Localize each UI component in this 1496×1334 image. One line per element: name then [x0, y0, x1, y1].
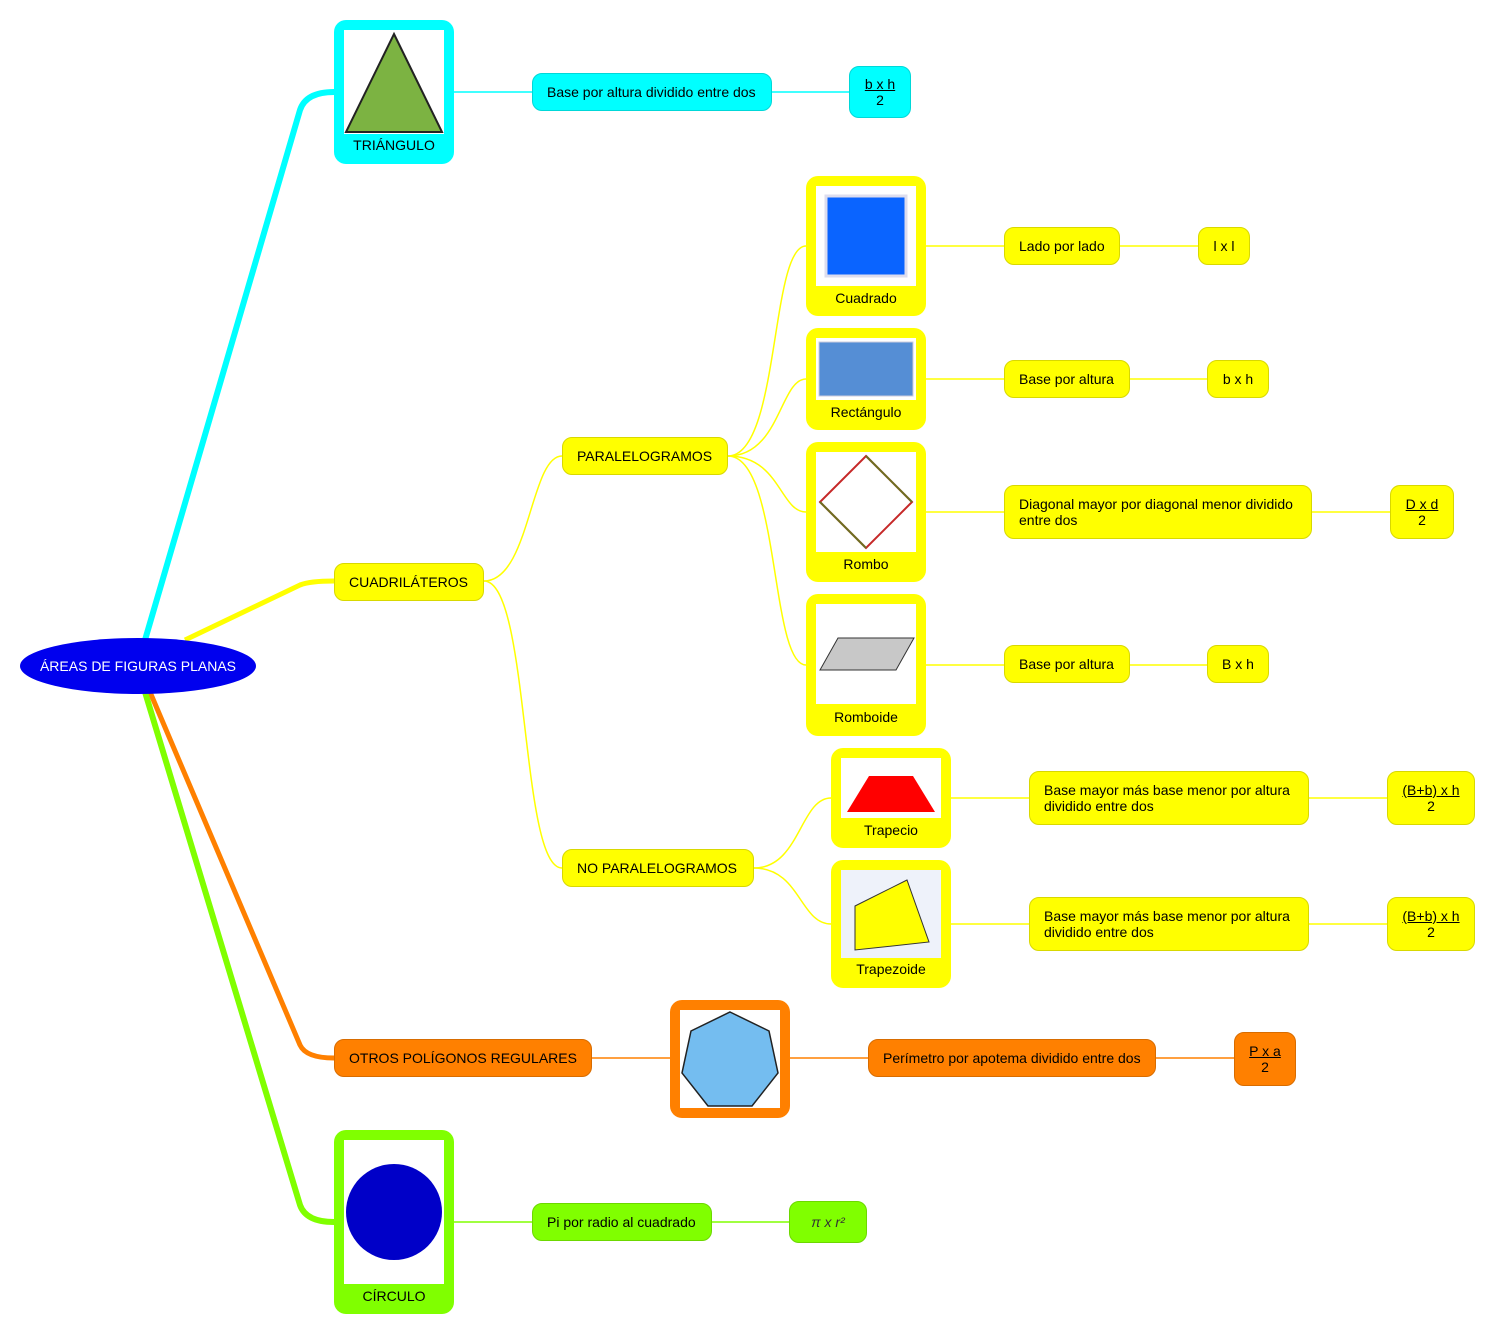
polygon-node[interactable]: OTROS POLÍGONOS REGULARES [334, 1039, 592, 1077]
heptagon-icon [681, 1011, 779, 1107]
romboide-label: Romboide [834, 709, 898, 725]
circle-formula[interactable]: π x r² [789, 1201, 867, 1243]
denominator: 2 [1261, 1059, 1269, 1075]
parallelogram-icon [819, 637, 915, 671]
circle-label: CÍRCULO [362, 1288, 426, 1304]
denominator: 2 [1427, 798, 1435, 814]
romboide-formula[interactable]: B x h [1207, 645, 1269, 683]
rectangle-icon [818, 341, 914, 397]
trapezoid-icon [847, 776, 935, 812]
cuadrado-desc[interactable]: Lado por lado [1004, 227, 1120, 265]
numerator: (B+b) x h [1402, 908, 1460, 924]
circle-desc[interactable]: Pi por radio al cuadrado [532, 1203, 712, 1241]
numerator: (B+b) x h [1402, 782, 1460, 798]
quad-node[interactable]: CUADRILÁTEROS [334, 563, 484, 601]
para-node[interactable]: PARALELOGRAMOS [562, 437, 728, 475]
cuadrado-formula[interactable]: l x l [1198, 227, 1250, 265]
rombo-node[interactable]: Rombo [806, 442, 926, 582]
triangle-icon [344, 31, 444, 133]
square-icon [824, 194, 908, 278]
triangle-desc[interactable]: Base por altura dividido entre dos [532, 73, 772, 111]
romboide-node[interactable]: Romboide [806, 594, 926, 736]
numerator: b x h [864, 76, 896, 92]
trapezoid-irregular-icon [854, 879, 930, 951]
rombo-label: Rombo [843, 556, 889, 572]
trapezoide-node[interactable]: Trapezoide [831, 860, 951, 988]
cuadrado-label: Cuadrado [835, 290, 897, 306]
triangle-node[interactable]: TRIÁNGULO [334, 20, 454, 164]
rectangulo-label: Rectángulo [830, 404, 902, 420]
numerator: D x d [1405, 496, 1439, 512]
rectangulo-formula[interactable]: b x h [1207, 360, 1269, 398]
denominator: 2 [876, 92, 884, 108]
trapecio-desc[interactable]: Base mayor más base menor por altura div… [1029, 771, 1309, 825]
nopara-node[interactable]: NO PARALELOGRAMOS [562, 849, 754, 887]
circle-icon [346, 1164, 442, 1260]
rectangulo-desc[interactable]: Base por altura [1004, 360, 1130, 398]
romboide-desc[interactable]: Base por altura [1004, 645, 1130, 683]
rombo-desc[interactable]: Diagonal mayor por diagonal menor dividi… [1004, 485, 1312, 539]
polygon-desc[interactable]: Perímetro por apotema dividido entre dos [868, 1039, 1156, 1077]
denominator: 2 [1427, 924, 1435, 940]
trapecio-label: Trapecio [864, 822, 918, 838]
numerator: P x a [1249, 1043, 1281, 1059]
trapezoide-desc[interactable]: Base mayor más base menor por altura div… [1029, 897, 1309, 951]
trapezoide-label: Trapezoide [856, 961, 926, 977]
root-node[interactable]: ÁREAS DE FIGURAS PLANAS [20, 638, 256, 694]
cuadrado-node[interactable]: Cuadrado [806, 176, 926, 316]
heptagon-node[interactable] [670, 1000, 790, 1118]
rhombus-icon [818, 454, 914, 550]
triangle-label: TRIÁNGULO [353, 137, 435, 153]
trapecio-node[interactable]: Trapecio [831, 748, 951, 848]
circle-node[interactable]: CÍRCULO [334, 1130, 454, 1314]
denominator: 2 [1418, 512, 1426, 528]
rectangulo-node[interactable]: Rectángulo [806, 328, 926, 430]
